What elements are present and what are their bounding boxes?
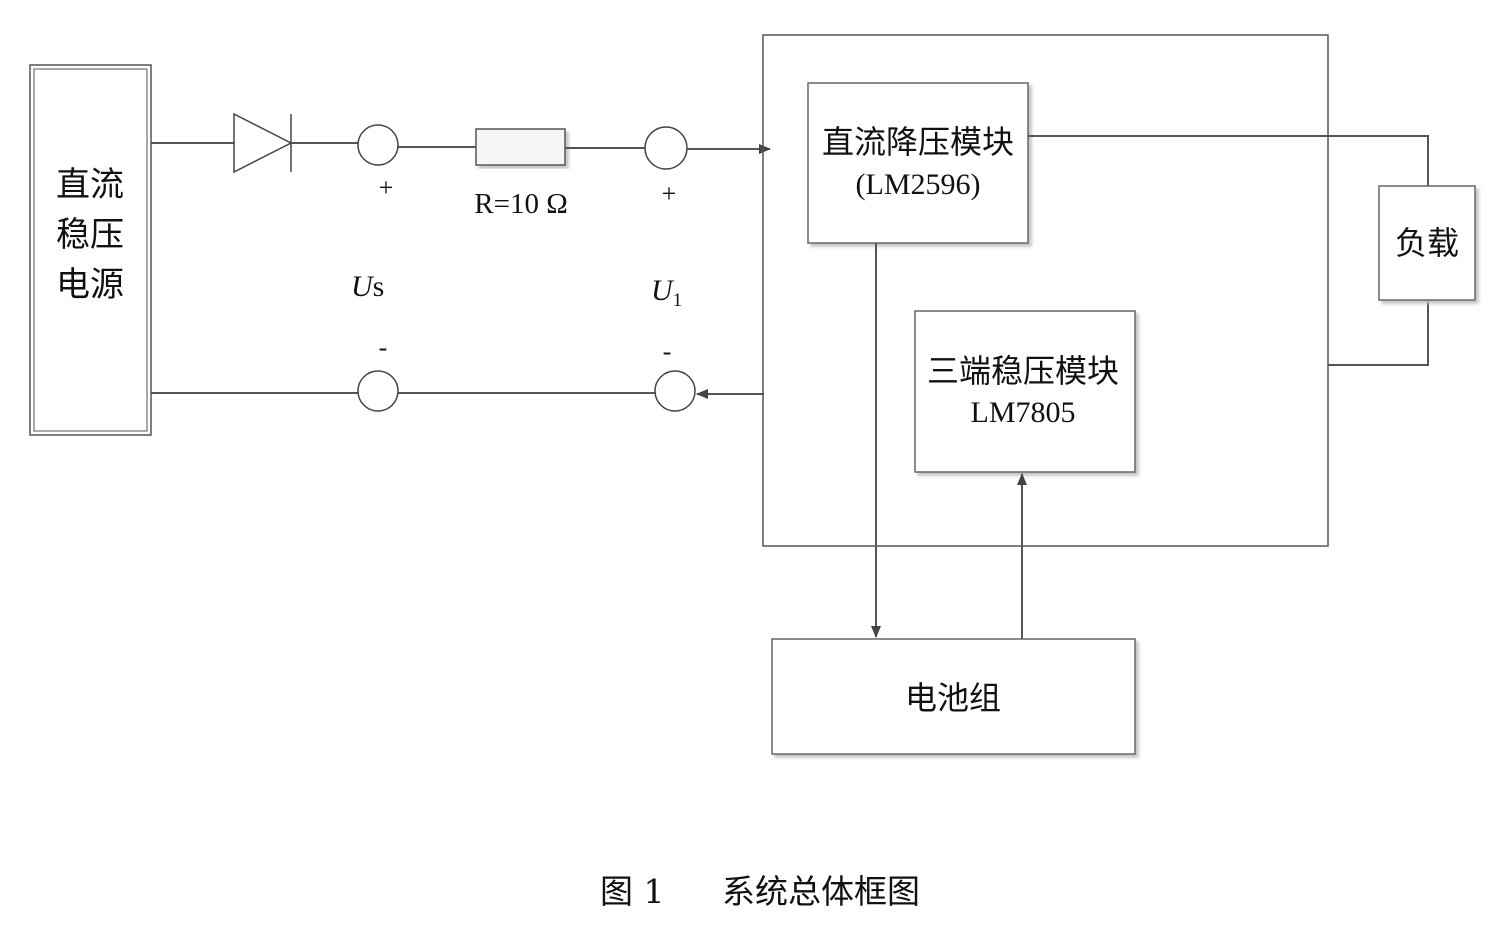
power-supply-label-line1: 直流 <box>56 165 124 205</box>
u1-plus-sign: + <box>662 179 677 208</box>
resistor-icon <box>475 128 566 166</box>
u1-minus-terminal <box>654 370 696 412</box>
buck-module-box: 直流降压模块 (LM2596) <box>807 82 1029 244</box>
load-label: 负载 <box>1395 224 1459 262</box>
regulator-module-part: LM7805 <box>971 396 1076 429</box>
system-enclosure <box>762 34 1329 547</box>
battery-label: 电池组 <box>905 679 1001 717</box>
wire-load-return <box>1328 300 1429 366</box>
us-symbol: U <box>351 270 375 303</box>
figure-title: 系统总体框图 <box>722 872 920 911</box>
u1-plus-terminal <box>644 126 688 170</box>
regulator-module-box: 三端稳压模块 LM7805 <box>914 310 1136 473</box>
load-box: 负载 <box>1378 185 1476 301</box>
us-voltage-label: Us <box>351 270 384 303</box>
us-minus-terminal <box>357 370 399 412</box>
figure-number: 图 1 <box>600 872 665 911</box>
regulator-module-title: 三端稳压模块 <box>927 352 1119 390</box>
us-plus-terminal <box>357 124 399 166</box>
diode-icon <box>233 112 293 174</box>
power-supply-box: 直流 稳压 电源 <box>29 64 152 436</box>
buck-module-part: (LM2596) <box>856 168 981 201</box>
resistor-label: R=10 Ω <box>474 188 568 220</box>
power-supply-label-line3: 电源 <box>56 265 124 305</box>
us-subscript: s <box>373 270 385 303</box>
battery-box: 电池组 <box>771 638 1136 755</box>
power-supply-label-line2: 稳压 <box>56 215 124 255</box>
wire-buck-to-load <box>1028 135 1429 186</box>
u1-symbol: U <box>651 274 675 307</box>
buck-module-title: 直流降压模块 <box>822 123 1014 161</box>
us-minus-sign: - <box>379 333 388 362</box>
u1-minus-sign: - <box>663 337 672 366</box>
u1-voltage-label: U1 <box>651 274 682 311</box>
us-plus-sign: + <box>379 173 394 202</box>
u1-subscript: 1 <box>673 290 683 311</box>
